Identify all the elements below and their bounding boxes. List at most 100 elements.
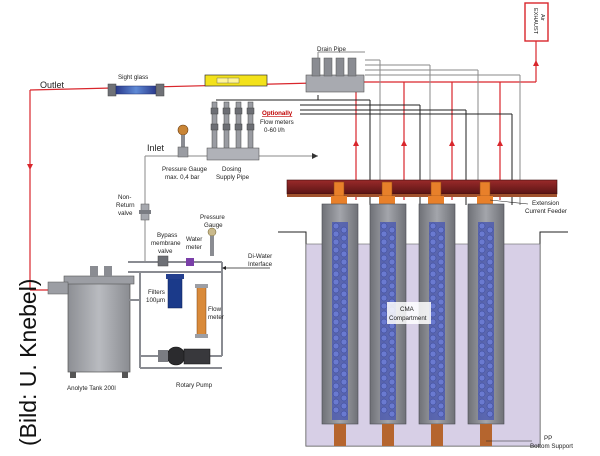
electrode-bead bbox=[340, 226, 348, 234]
electrode-bead bbox=[340, 386, 348, 394]
electrode-bead bbox=[437, 234, 445, 242]
electrode-bead bbox=[340, 370, 348, 378]
electrode-bead bbox=[429, 358, 437, 366]
electrode-bead bbox=[388, 250, 396, 258]
electrode-bead bbox=[388, 370, 396, 378]
electrode-bead bbox=[332, 302, 340, 310]
electrode-bead bbox=[486, 314, 494, 322]
electrode-bead bbox=[332, 246, 340, 254]
electrode-bead bbox=[380, 398, 388, 406]
electrode-bead bbox=[380, 374, 388, 382]
electrode-bead bbox=[478, 334, 486, 342]
electrode-bead bbox=[332, 334, 340, 342]
electrode-bead bbox=[478, 382, 486, 390]
rotary-pump-label: Rotary Pump bbox=[176, 382, 213, 389]
electrode-bead bbox=[380, 326, 388, 334]
electrode-bead bbox=[332, 374, 340, 382]
electrode-bead bbox=[486, 234, 494, 242]
bypass-valve bbox=[157, 255, 194, 267]
electrode-bead bbox=[478, 262, 486, 270]
electrode-bead bbox=[380, 406, 388, 414]
electrode-bead bbox=[486, 330, 494, 338]
feeder-leader-line bbox=[489, 199, 529, 205]
electrode-bead bbox=[380, 238, 388, 246]
electrode-bead bbox=[332, 326, 340, 334]
electrode-bead bbox=[332, 270, 340, 278]
di-water-label-2: Interface bbox=[248, 261, 273, 268]
electrode-bead bbox=[486, 258, 494, 266]
cma-compartment-label-box: CMA Compartment bbox=[387, 302, 431, 324]
inlet-arrow bbox=[312, 153, 318, 159]
electrode-bead bbox=[478, 246, 486, 254]
optionally-label: Optionally bbox=[262, 110, 293, 117]
electrode-bead bbox=[437, 346, 445, 354]
electrode-bead bbox=[429, 262, 437, 270]
rotary-pump bbox=[158, 346, 211, 366]
electrode-bead bbox=[478, 342, 486, 350]
electrode-bead bbox=[429, 270, 437, 278]
electrode-bead bbox=[437, 290, 445, 298]
filters-label-1: Filters bbox=[148, 289, 165, 296]
electrode-1 bbox=[321, 181, 359, 446]
electrode-bead bbox=[478, 278, 486, 286]
electrode-bead bbox=[478, 390, 486, 398]
electrode-bead bbox=[380, 230, 388, 238]
bypass-label-3: valve bbox=[158, 248, 173, 255]
sight-glass bbox=[107, 83, 165, 97]
electrode-bead bbox=[478, 310, 486, 318]
bypass-label-1: Bypass bbox=[157, 232, 177, 239]
electrode-bead bbox=[437, 250, 445, 258]
electrode-bead bbox=[437, 242, 445, 250]
electrode-bead bbox=[437, 266, 445, 274]
dosing-label-1: Dosing bbox=[222, 166, 242, 173]
electrode-bead bbox=[340, 274, 348, 282]
electrode-bead bbox=[429, 286, 437, 294]
electrode-bead bbox=[486, 242, 494, 250]
electrode-bead bbox=[380, 262, 388, 270]
electrode-bead bbox=[380, 246, 388, 254]
optional-flow-meters bbox=[206, 101, 260, 161]
electrode-bead bbox=[388, 242, 396, 250]
electrode-bead bbox=[388, 354, 396, 362]
pressure-gauge-max-label-1: Pressure Gauge bbox=[162, 166, 208, 173]
electrode-bead bbox=[437, 338, 445, 346]
electrode-bead bbox=[486, 346, 494, 354]
red-flow-arrows bbox=[27, 60, 539, 170]
electrode-bead-texture bbox=[332, 222, 494, 418]
electrode-bead bbox=[332, 238, 340, 246]
electrode-bead bbox=[332, 382, 340, 390]
electrode-bead bbox=[478, 230, 486, 238]
electrode-bead bbox=[486, 338, 494, 346]
electrode-bead bbox=[429, 326, 437, 334]
inlet-label: Inlet bbox=[147, 143, 165, 153]
electrode-bead bbox=[332, 398, 340, 406]
electrode-bead bbox=[478, 238, 486, 246]
electrode-bead bbox=[332, 318, 340, 326]
electrode-4 bbox=[467, 181, 505, 446]
electrode-bead bbox=[380, 366, 388, 374]
electrode-bead bbox=[478, 366, 486, 374]
flow-meters-label-1: Flow meters bbox=[260, 119, 294, 126]
electrode-bead bbox=[388, 266, 396, 274]
electrode-bead bbox=[340, 266, 348, 274]
electrode-bead bbox=[388, 274, 396, 282]
electrode-bead bbox=[380, 350, 388, 358]
electrode-bead bbox=[478, 222, 486, 230]
electrode-bead bbox=[380, 222, 388, 230]
electrode-bead bbox=[437, 314, 445, 322]
electrode-bead bbox=[437, 306, 445, 314]
outlet-label: Outlet bbox=[40, 80, 65, 90]
electrode-bead bbox=[437, 410, 445, 418]
electrode-bead bbox=[478, 350, 486, 358]
electrode-bead bbox=[332, 350, 340, 358]
electrode-bead bbox=[388, 234, 396, 242]
electrode-bead bbox=[486, 394, 494, 402]
electrode-bead bbox=[429, 350, 437, 358]
drain-pipe-label: Drain Pipe bbox=[317, 46, 346, 53]
electrode-bead bbox=[486, 378, 494, 386]
electrode-bead bbox=[478, 294, 486, 302]
electrode-bead bbox=[380, 254, 388, 262]
electrode-bead bbox=[340, 354, 348, 362]
electrode-bead bbox=[388, 346, 396, 354]
